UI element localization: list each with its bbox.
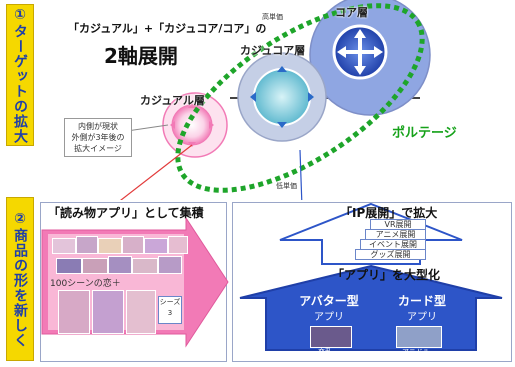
casual-inner-circle [171,104,213,146]
casualcore-arrows [250,66,314,128]
app-upsizing-title: 「アプリ」を大型化 [332,268,441,282]
avatar-app-image [310,326,352,348]
casualcore-inner-circle [253,68,311,126]
avatar-app-caption: 恋乱 [318,348,332,356]
ip-expansion-title: 「IP展開」で拡大 [340,206,438,220]
label-casual-core: カジュコア層 [240,44,306,57]
avatar-app-sub: アプリ [314,312,344,323]
diagram-title-line1: 「カジュアル」+「カジュコア/コア」の [68,22,267,35]
card-app-title: カード型 [397,294,446,308]
axis-high-label: 高単価 [262,13,283,21]
reading-app-title: 「読み物アプリ」として集積 [48,206,204,220]
portage-label: ポルテージ [392,126,457,141]
sidebar-product-label: ②商品の形を新しく [6,197,34,361]
label-core: コア層 [335,6,368,19]
diagram-title-line2: 2軸展開 [104,44,178,68]
axis-low-label: 低単価 [276,182,297,190]
portage-boundary [175,3,425,193]
card-app-card: カード型 アプリ [382,294,462,323]
core-arrows [337,29,383,75]
target-diagram [119,0,431,200]
label-casual: カジュアル層 [140,94,205,107]
avatar-app-title: アバター型 [299,294,359,308]
card-app-sub: アプリ [407,312,437,323]
series-caption: 100シーンの恋＋ [50,279,121,289]
card-app-image [396,326,442,348]
connector-left [120,144,193,200]
casual-arrows [170,103,214,147]
connector-right [299,149,303,200]
series-badge: シーズ 3 [158,296,182,324]
ip-item-goods: グッズ展開 [355,249,426,260]
card-app-caption: アニドル [402,348,430,356]
avatar-app-card: アバター型 アプリ [284,294,374,323]
expansion-note: 内側が現状 外側が3年後の 拡大イメージ [64,118,132,157]
sidebar-target-label: ①ターゲットの拡大 [6,4,34,146]
